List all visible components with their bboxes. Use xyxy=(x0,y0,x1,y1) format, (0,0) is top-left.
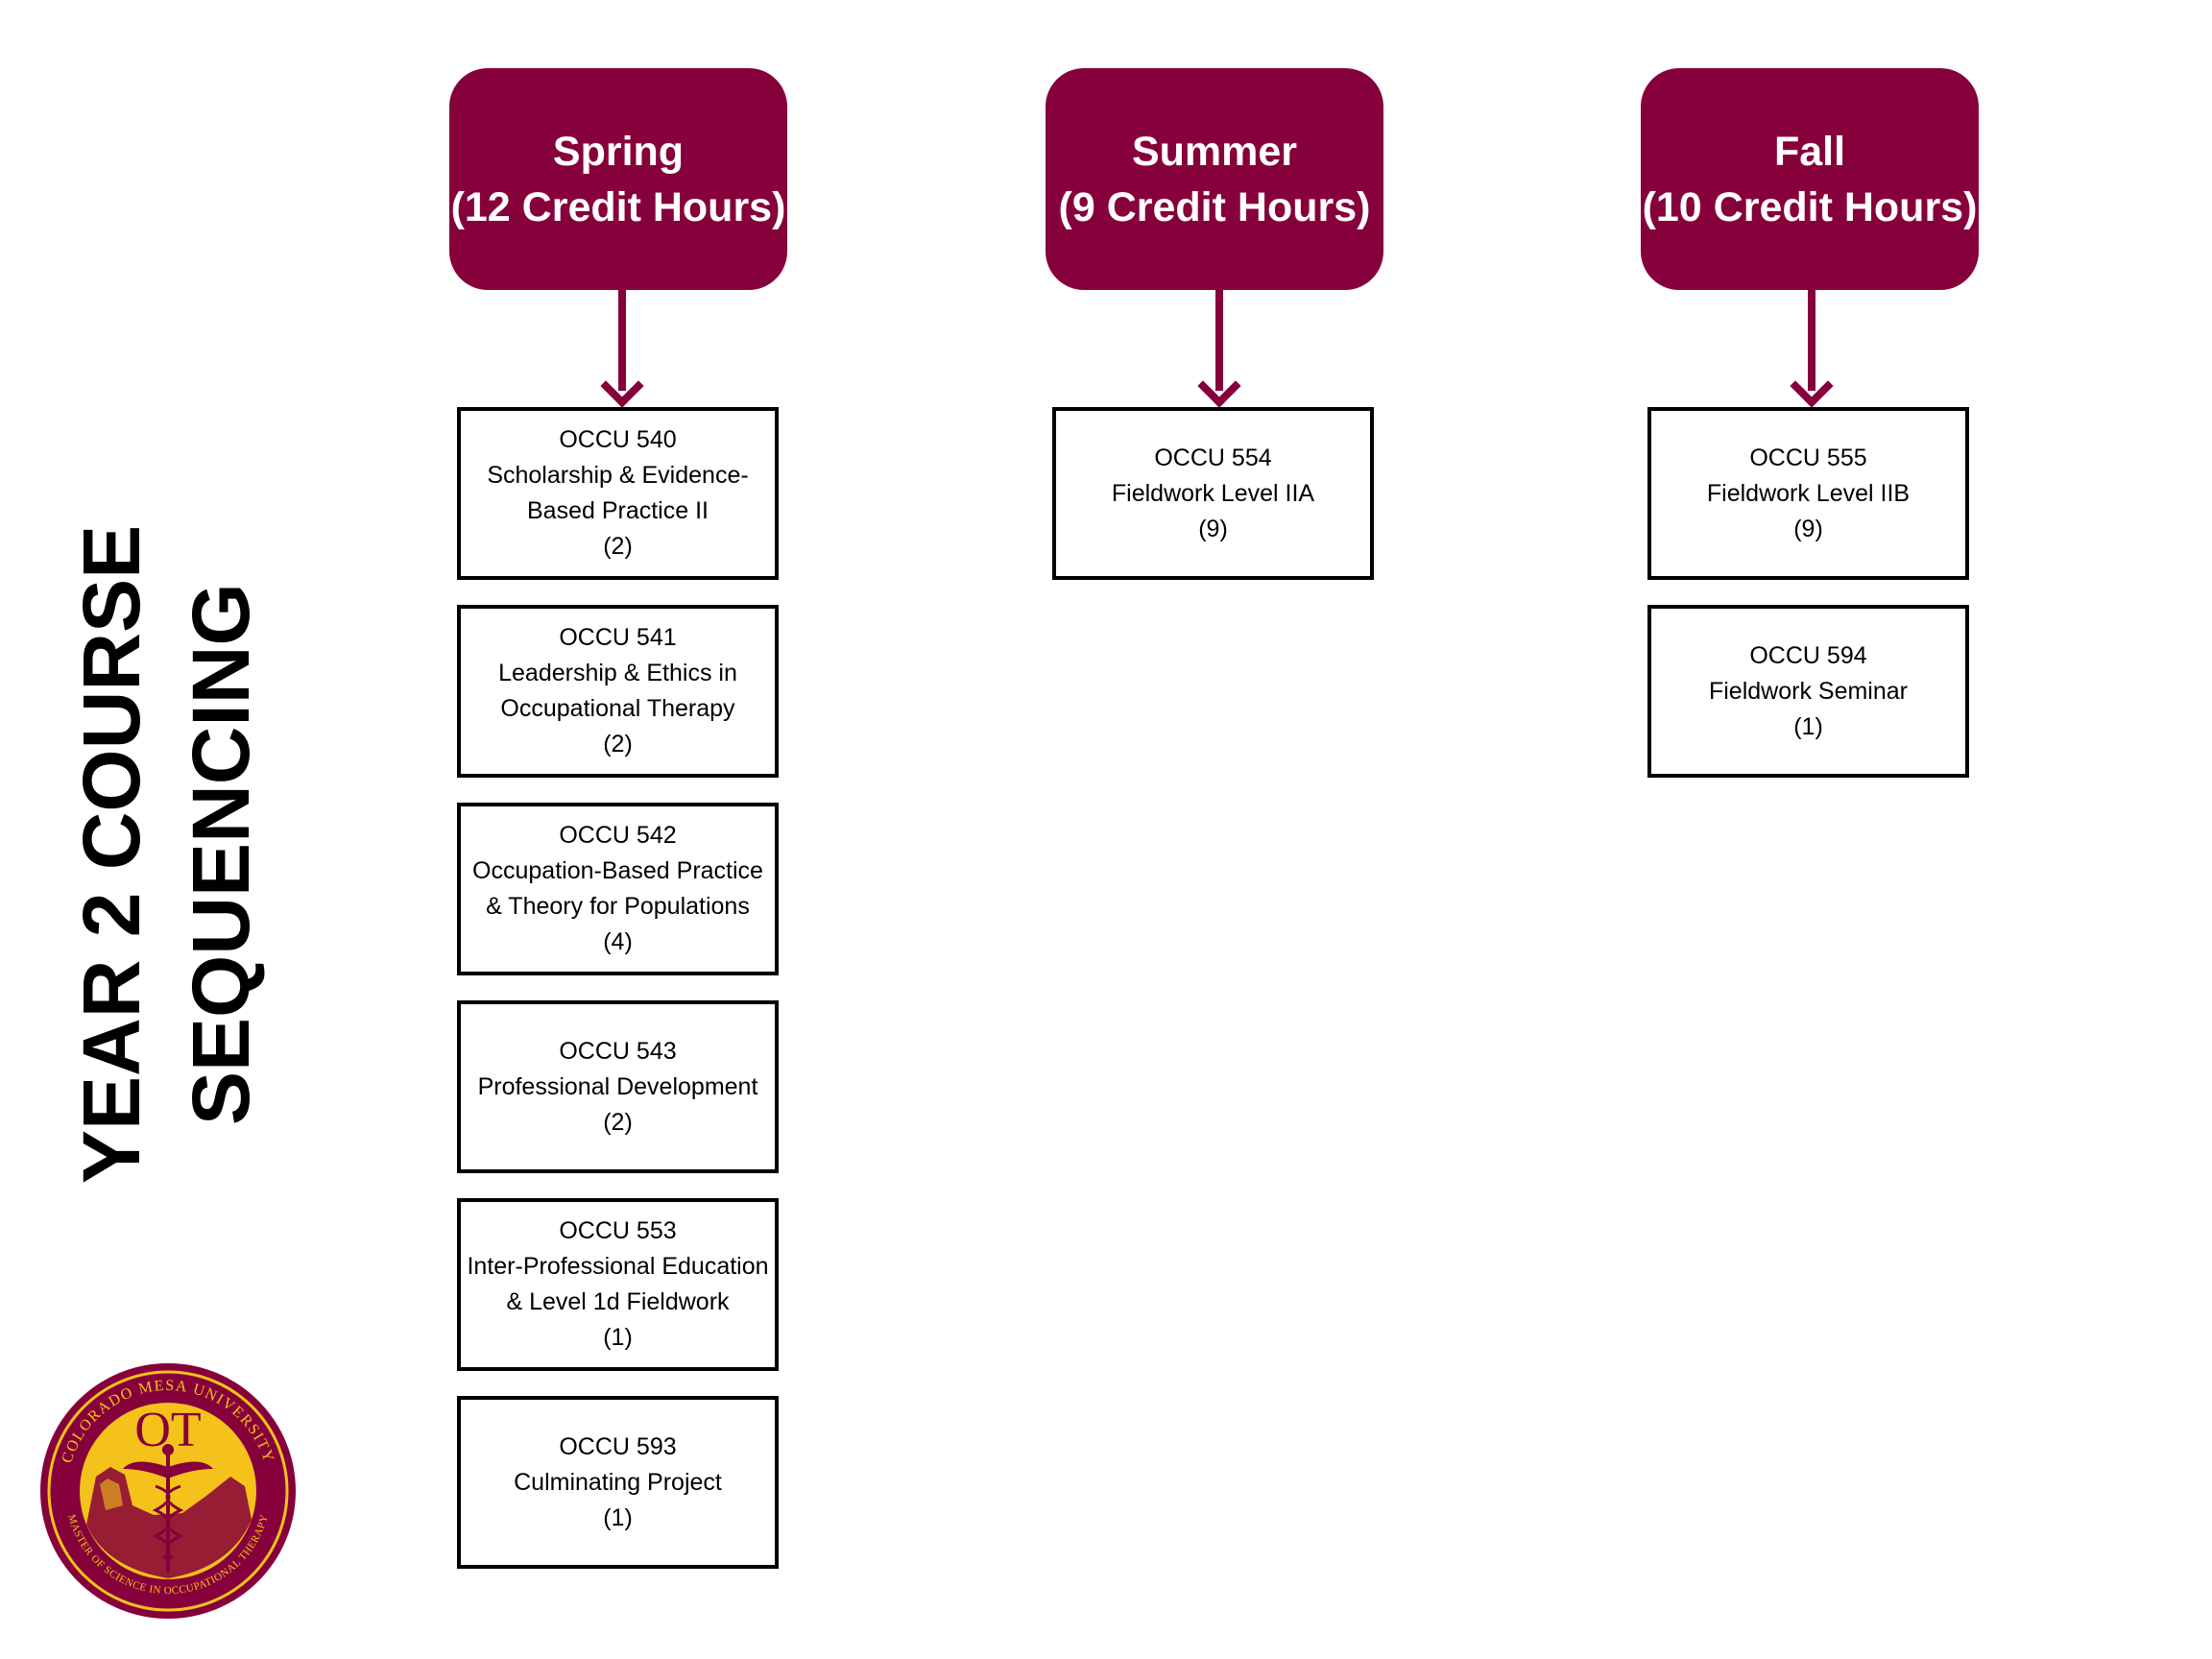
term-credits: (12 Credit Hours) xyxy=(450,183,786,230)
course-credits: (2) xyxy=(603,731,633,757)
arrow-head-icon xyxy=(600,364,644,408)
course-credits: (9) xyxy=(1198,515,1228,542)
course-title-line: Leadership & Ethics in xyxy=(498,660,737,686)
course-credits: (2) xyxy=(603,1108,633,1136)
course-box-occu-541: OCCU 541 Leadership & Ethics in Occupati… xyxy=(457,605,779,778)
course-title-line: Professional Development xyxy=(477,1072,758,1100)
course-title-line: & Theory for Populations xyxy=(486,893,750,920)
course-code: OCCU 555 xyxy=(1749,444,1867,471)
page-title-line-2: SEQUENCING xyxy=(176,583,266,1126)
arrow-head-icon xyxy=(1790,364,1834,408)
course-code: OCCU 542 xyxy=(559,822,677,849)
term-name: Spring xyxy=(552,128,685,175)
logo-initials: OT xyxy=(134,1403,201,1457)
term-header-fall: Fall (10 Credit Hours) xyxy=(1641,68,1979,290)
term-header-summer: Summer (9 Credit Hours) xyxy=(1046,68,1383,290)
arrow-down-spring xyxy=(618,290,626,391)
course-code: OCCU 541 xyxy=(559,624,677,651)
course-title-line: Fieldwork Level IIA xyxy=(1111,479,1315,507)
course-box-occu-542: OCCU 542 Occupation-Based Practice & The… xyxy=(457,803,779,975)
page-title-line-1: YEAR 2 COURSE xyxy=(66,524,156,1185)
term-name: Summer xyxy=(1131,128,1298,175)
course-title-line: Culminating Project xyxy=(514,1468,722,1496)
course-code: OCCU 593 xyxy=(559,1432,677,1460)
course-box-occu-554: OCCU 554 Fieldwork Level IIA (9) xyxy=(1052,407,1374,580)
course-credits: (9) xyxy=(1793,515,1823,542)
course-box-occu-543: OCCU 543 Professional Development (2) xyxy=(457,1000,779,1173)
course-title-line: & Level 1d Fieldwork xyxy=(506,1288,730,1315)
term-credits: (9 Credit Hours) xyxy=(1058,183,1371,230)
course-code: OCCU 543 xyxy=(559,1037,677,1065)
course-box-occu-594: OCCU 594 Fieldwork Seminar (1) xyxy=(1647,605,1969,778)
arrow-down-fall xyxy=(1808,290,1815,391)
course-credits: (1) xyxy=(603,1324,633,1351)
course-credits: (4) xyxy=(603,928,633,955)
course-title-line: Occupational Therapy xyxy=(500,695,735,722)
term-name: Fall xyxy=(1773,128,1846,175)
course-box-occu-555: OCCU 555 Fieldwork Level IIB (9) xyxy=(1647,407,1969,580)
course-code: OCCU 540 xyxy=(559,426,677,453)
course-credits: (2) xyxy=(603,533,633,560)
course-box-occu-593: OCCU 593 Culminating Project (1) xyxy=(457,1396,779,1569)
page-title: YEAR 2 COURSE SEQUENCING xyxy=(51,518,281,1190)
university-seal-logo: OT COLORADO MESA UNIVERSITY MASTER OF SC… xyxy=(40,1363,296,1619)
course-code: OCCU 553 xyxy=(559,1217,677,1244)
course-box-occu-540: OCCU 540 Scholarship & Evidence- Based P… xyxy=(457,407,779,580)
course-title-line: Scholarship & Evidence- xyxy=(487,462,749,489)
term-credits: (10 Credit Hours) xyxy=(1642,183,1978,230)
course-box-occu-553: OCCU 553 Inter-Professional Education & … xyxy=(457,1198,779,1371)
course-credits: (1) xyxy=(603,1503,633,1531)
term-header-spring: Spring (12 Credit Hours) xyxy=(449,68,787,290)
course-title-line: Inter-Professional Education xyxy=(467,1253,769,1280)
course-code: OCCU 594 xyxy=(1749,641,1867,669)
course-title-line: Occupation-Based Practice xyxy=(472,857,763,884)
arrow-head-icon xyxy=(1197,364,1241,408)
course-code: OCCU 554 xyxy=(1154,444,1272,471)
course-title-line: Based Practice II xyxy=(527,497,709,524)
course-title-line: Fieldwork Seminar xyxy=(1708,677,1908,705)
arrow-down-summer xyxy=(1215,290,1223,391)
course-title-line: Fieldwork Level IIB xyxy=(1706,479,1911,507)
course-credits: (1) xyxy=(1793,712,1823,740)
